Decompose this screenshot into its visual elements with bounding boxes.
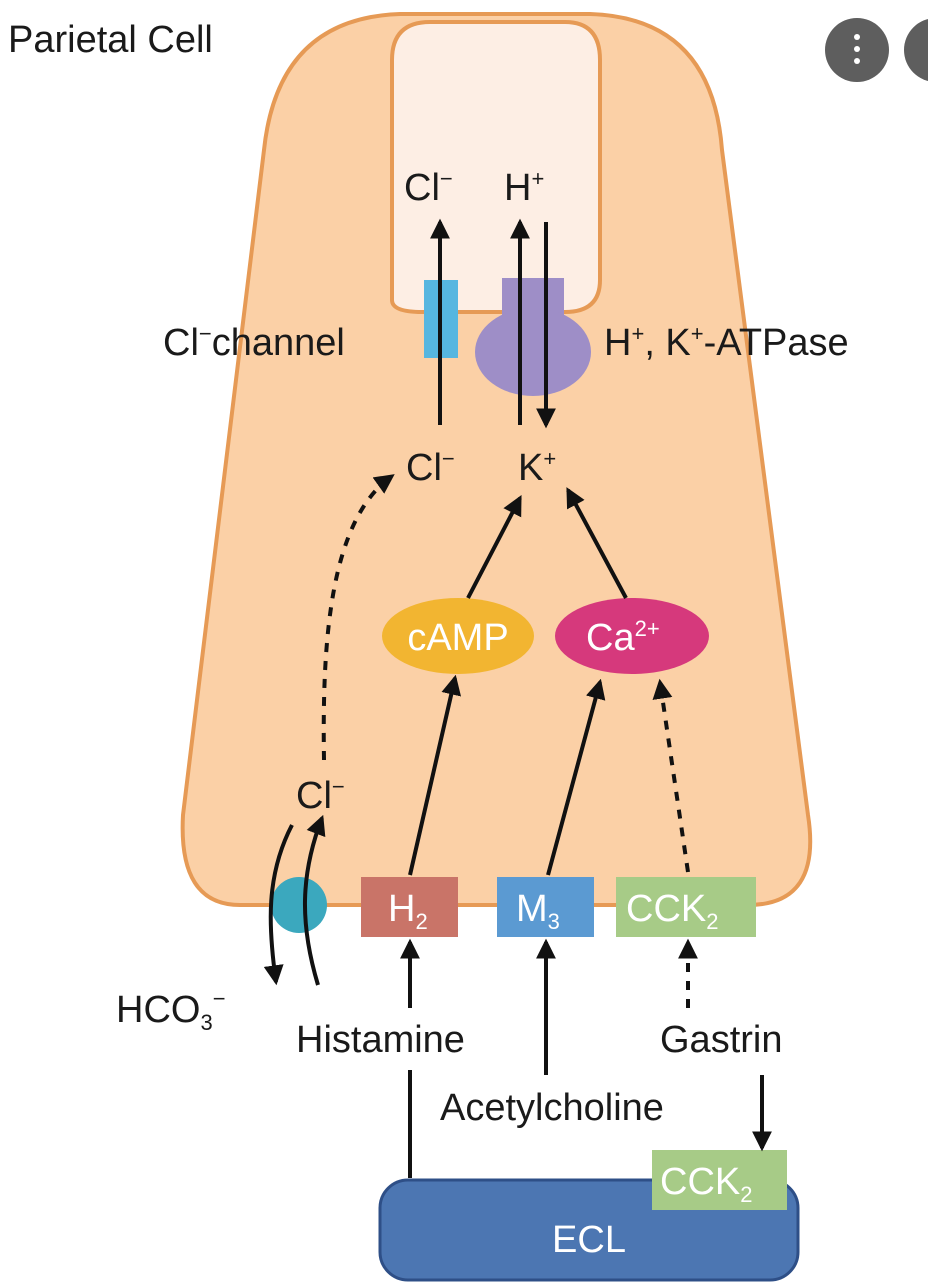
arrow-cl-to-cytoplasm [321, 474, 395, 761]
arrow-camp-to-k [466, 495, 522, 599]
acetylcholine-label: Acetylcholine [440, 1087, 664, 1129]
ca-label: Ca2+ [586, 616, 660, 659]
gastrin-label: Gastrin [660, 1019, 782, 1061]
cl-hco3-exchanger [271, 877, 327, 933]
camp-label: cAMP [407, 617, 508, 659]
more-options-button[interactable] [825, 18, 889, 82]
cytoplasm-k-label: K+ [518, 446, 556, 489]
m3-label: M3 [516, 888, 560, 934]
h2-receptor [361, 877, 458, 937]
arrow-m3-to-ca [546, 678, 606, 876]
ecl-label: ECL [552, 1219, 626, 1261]
arrow-ca-to-k [566, 487, 628, 599]
lower-cl-label: Cl− [296, 774, 345, 817]
arrow-cl-in [303, 814, 326, 986]
lumen-cl-label: Cl− [404, 166, 453, 209]
arrow-h2-to-camp [408, 674, 462, 876]
ecl-cck2-label: CCK2 [660, 1161, 752, 1207]
h2-label: H2 [388, 888, 428, 934]
cytoplasm-cl-label: Cl− [406, 446, 455, 489]
arrow-cck2-to-ca [652, 678, 690, 873]
m3-receptor [497, 877, 594, 937]
diagram-title: Parietal Cell [8, 19, 213, 61]
atpase-label: H+, K+-ATPase [604, 321, 849, 364]
cl-channel-label: Cl−channel [163, 321, 345, 364]
cck2-receptor [616, 877, 756, 937]
arrow-hco3-out [263, 824, 294, 986]
histamine-label: Histamine [296, 1019, 465, 1061]
h-k-atpase-pump [475, 278, 591, 396]
more-vert-icon [854, 34, 860, 70]
ca-ellipse [555, 598, 709, 674]
lumen-h-label: H+ [504, 166, 544, 209]
hco3-label: HCO3− [116, 986, 226, 1035]
ecl-cck2-receptor [652, 1150, 787, 1210]
camp-ellipse [382, 598, 534, 674]
cck2-label: CCK2 [626, 888, 718, 934]
atpase-body [475, 308, 591, 396]
